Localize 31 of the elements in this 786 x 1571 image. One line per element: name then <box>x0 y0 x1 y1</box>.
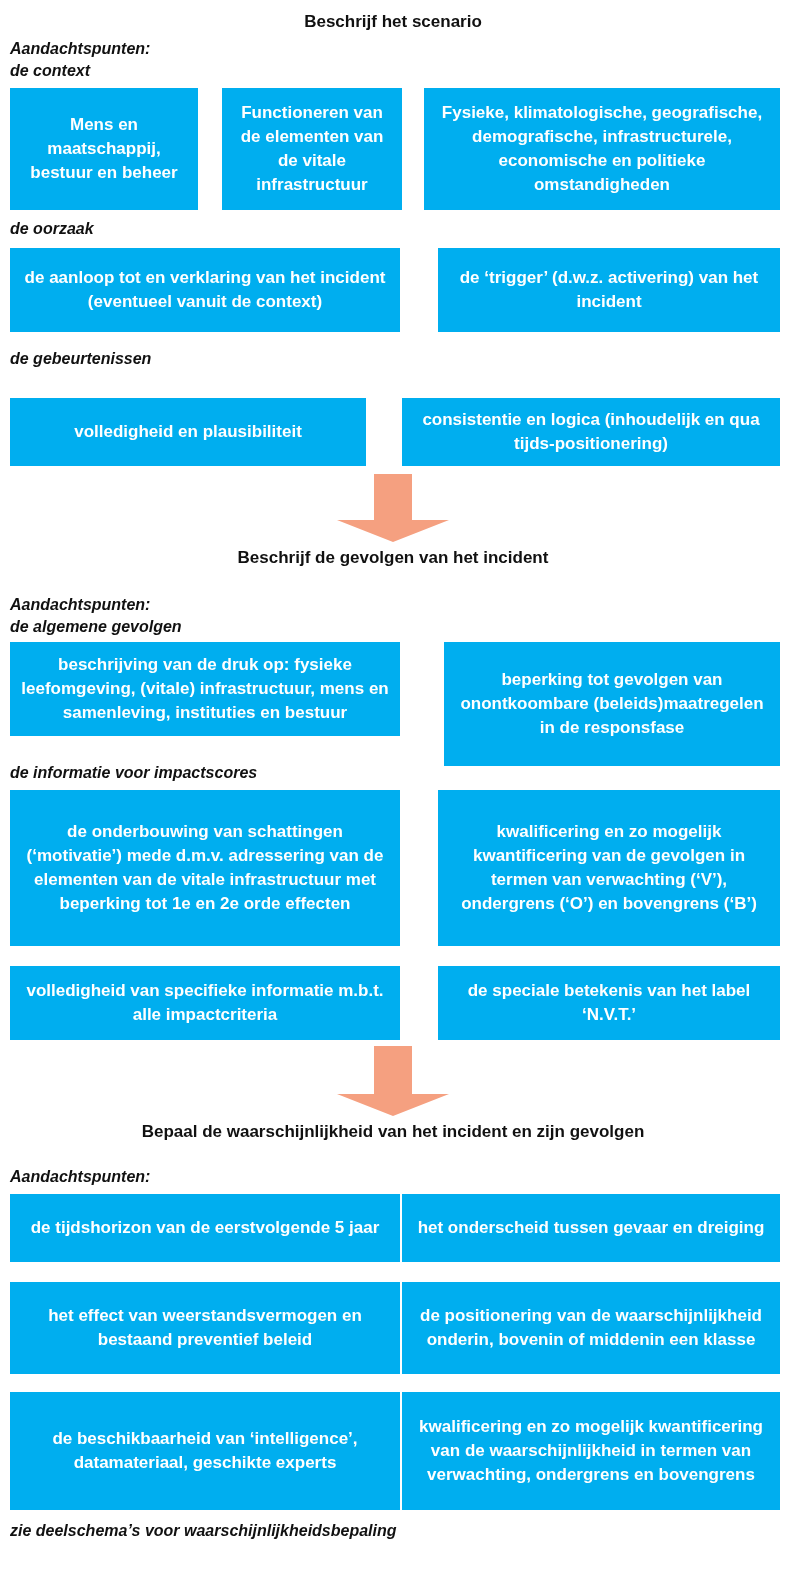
text-box: de positionering van de waarschijnlijkheid onderin, bovenin of middenin een klasse <box>402 1282 780 1374</box>
section-heading: Bepaal de waarschijnlijkheid van het incident en zijn gevolgen <box>141 1122 645 1141</box>
section-note: de informatie voor impactscores <box>10 764 258 782</box>
text-box: kwalificering en zo mogelijk kwantificering van de waarschijnlijkheid in termen van verwachting, ondergrens en bovengrens <box>402 1392 780 1510</box>
text-box: de speciale betekenis van het label ‘N.V.T.’ <box>438 966 780 1040</box>
text-box: de aanloop tot en verklaring van het incident (eventueel vanuit de context) <box>10 248 400 332</box>
section-note: Aandachtspunten: <box>10 596 151 614</box>
text-box: de ‘trigger’ (d.w.z. activering) van het incident <box>438 248 780 332</box>
section-note: zie deelschema’s voor waarschijnlijkheidsbepaling <box>10 1522 397 1540</box>
section-note: de context <box>10 62 90 80</box>
block-arrow <box>337 1046 449 1116</box>
section-note: Aandachtspunten: <box>10 40 151 58</box>
section-heading: Beschrijf het scenario <box>304 12 482 31</box>
section-note: de oorzaak <box>10 220 94 238</box>
text-box: volledigheid en plausibiliteit <box>10 398 366 466</box>
text-box: de beschikbaarheid van ‘intelligence’, datamateriaal, geschikte experts <box>10 1392 400 1510</box>
text-box: kwalificering en zo mogelijk kwantificering van de gevolgen in termen van verwachting (‘V’), ondergrens (‘O’) en bovengrens (‘B’) <box>438 790 780 946</box>
text-box: de tijdshorizon van de eerstvolgende 5 jaar <box>10 1194 400 1262</box>
text-box: Fysieke, klimatologische, geografische, demografische, infrastructurele, economische en politieke omstandigheden <box>424 88 780 210</box>
text-box: Mens en maatschappij, bestuur en beheer <box>10 88 198 210</box>
text-box: het effect van weerstandsvermogen en bestaand preventief beleid <box>10 1282 400 1374</box>
section-note: de gebeurtenissen <box>10 350 152 368</box>
text-box: consistentie en logica (inhoudelijk en qua tijds-positionering) <box>402 398 780 466</box>
section-heading: Beschrijf de gevolgen van het incident <box>237 548 549 567</box>
text-box: beschrijving van de druk op: fysieke leefomgeving, (vitale) infrastructuur, mens en samenleving, instituties en bestuur <box>10 642 400 736</box>
text-box: volledigheid van specifieke informatie m.b.t. alle impactcriteria <box>10 966 400 1040</box>
text-box: beperking tot gevolgen van onontkoombare (beleids)maatregelen in de responsfase <box>444 642 780 766</box>
text-box: het onderscheid tussen gevaar en dreiging <box>402 1194 780 1262</box>
text-box: de onderbouwing van schattingen (‘motivatie’) mede d.m.v. adressering van de elementen van de vitale infrastructuur met beperking tot 1e en 2e orde effecten <box>10 790 400 946</box>
text-box: Functioneren van de elementen van de vitale infrastructuur <box>222 88 402 210</box>
block-arrow <box>337 474 449 542</box>
